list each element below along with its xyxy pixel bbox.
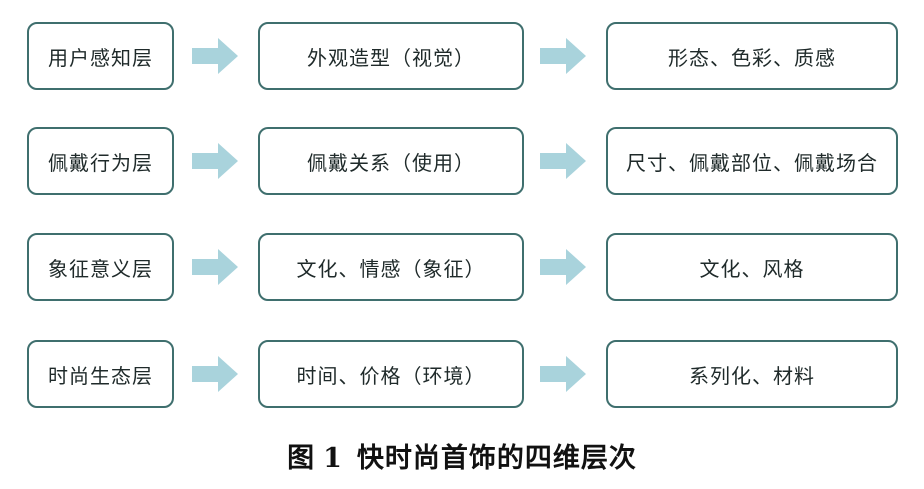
layer-box-2: 佩戴行为层 (27, 127, 174, 195)
caption-text: 快时尚首饰的四维层次 (356, 443, 637, 474)
elements-label: 系列化、材料 (689, 363, 815, 388)
layer-label: 用户感知层 (48, 45, 153, 70)
elements-label: 尺寸、佩戴部位、佩戴场合 (626, 150, 878, 175)
arrow-right-icon (192, 249, 238, 285)
aspect-label: 文化、情感（象征） (296, 256, 486, 281)
aspect-box-2: 佩戴关系（使用） (258, 127, 524, 195)
arrow-right-icon (540, 143, 586, 179)
layer-box-4: 时尚生态层 (27, 340, 174, 408)
elements-box-2: 尺寸、佩戴部位、佩戴场合 (606, 127, 898, 195)
arrow-right-icon (540, 356, 586, 392)
caption-prefix: 图 (287, 443, 316, 474)
caption-number: 1 (323, 443, 343, 474)
aspect-label: 时间、价格（环境） (296, 363, 486, 388)
elements-box-3: 文化、风格 (606, 233, 898, 301)
layer-label: 佩戴行为层 (48, 150, 153, 175)
aspect-box-1: 外观造型（视觉） (258, 22, 524, 90)
elements-label: 文化、风格 (699, 256, 805, 281)
arrow-right-icon (192, 38, 238, 74)
arrow-right-icon (540, 249, 586, 285)
aspect-label: 佩戴关系（使用） (307, 150, 475, 175)
aspect-label: 外观造型（视觉） (307, 45, 475, 70)
aspect-box-3: 文化、情感（象征） (258, 233, 524, 301)
layer-box-3: 象征意义层 (27, 233, 174, 301)
layer-label: 象征意义层 (48, 256, 153, 281)
layer-box-1: 用户感知层 (27, 22, 174, 90)
elements-box-4: 系列化、材料 (606, 340, 898, 408)
arrow-right-icon (192, 356, 238, 392)
arrow-right-icon (192, 143, 238, 179)
layer-label: 时尚生态层 (48, 363, 153, 388)
aspect-box-4: 时间、价格（环境） (258, 340, 524, 408)
elements-box-1: 形态、色彩、质感 (606, 22, 898, 90)
elements-label: 形态、色彩、质感 (668, 45, 836, 70)
arrow-right-icon (540, 38, 586, 74)
